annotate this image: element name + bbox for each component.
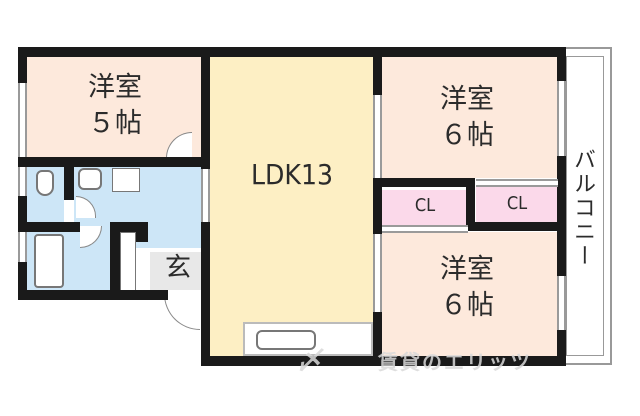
western-room-3-size: ６帖 — [440, 290, 494, 321]
kitchen-sink — [256, 330, 316, 350]
wall-left-mid — [18, 196, 27, 230]
entrance-label: 玄 — [164, 253, 191, 283]
window-right-room2 — [557, 81, 566, 156]
western-room-1-name: 洋室 — [88, 72, 142, 103]
wall-ldk-bottom — [201, 356, 565, 366]
western-room-1-size: ５帖 — [88, 108, 142, 139]
closet-door-1 — [382, 225, 468, 233]
washbasin-icon — [78, 168, 102, 190]
window-right-room3 — [557, 276, 566, 330]
watermark-text: 賃貸のエリッツ — [378, 350, 532, 374]
wall-ldk-right-mid — [373, 178, 382, 234]
washing-machine-icon — [112, 168, 140, 192]
western-room-2 — [382, 56, 558, 178]
door-swing-entrance — [164, 294, 200, 330]
ldk-label: LDK13 — [251, 158, 333, 191]
bathtub-icon — [34, 234, 64, 288]
window-left-bath — [18, 232, 27, 262]
wall-right-mid — [557, 156, 566, 276]
closet-door-2 — [476, 179, 558, 187]
western-room-2-name: 洋室 — [440, 84, 494, 115]
wall-wet-divider-2 — [18, 222, 80, 232]
ldk — [210, 56, 374, 356]
wall-wet-bottom — [18, 290, 168, 300]
balcony-label: バルコニー — [570, 148, 595, 268]
window-left-room1 — [18, 83, 27, 157]
window-left-toilet — [18, 167, 27, 196]
wall-left-lower — [18, 262, 27, 296]
wall-right-upper — [557, 47, 566, 81]
wall-entrance-post — [136, 222, 148, 242]
western-room-2-size: ６帖 — [440, 120, 494, 151]
wall-top — [18, 47, 566, 57]
wall-ldk-left-lower — [201, 222, 210, 364]
window-ldk-room2 — [373, 95, 382, 178]
wall-room1-bottom — [18, 157, 210, 167]
entrance — [150, 252, 202, 290]
closet-1-label: CL — [414, 195, 436, 216]
wall-wet-divider-4 — [110, 222, 120, 296]
wall-ldk-left-upper — [201, 47, 210, 169]
wall-closet-divider — [466, 178, 475, 230]
wall-wet-divider-1 — [64, 160, 74, 200]
western-room-3-name: 洋室 — [440, 254, 494, 285]
wall-left-upper — [18, 47, 27, 83]
window-ldk-wash — [201, 169, 210, 222]
shoe-cabinet — [120, 232, 136, 294]
toilet-icon — [36, 170, 54, 196]
wall-ldk-right-lower — [373, 312, 382, 364]
watermark-logo-icon: 〆 — [296, 346, 325, 376]
wall-wet-divider-3 — [110, 222, 148, 232]
wall-closet-bottom — [466, 222, 566, 231]
wall-ldk-right-upper — [373, 47, 382, 95]
balcony-inner-rail — [566, 56, 604, 356]
window-ldk-room3 — [373, 234, 382, 312]
wall-right-lower — [557, 330, 566, 366]
closet-2-label: CL — [506, 193, 528, 214]
wall-closet-top — [373, 178, 469, 187]
closet-1 — [382, 190, 468, 226]
closet-2 — [476, 186, 558, 222]
western-room-3 — [382, 232, 558, 358]
